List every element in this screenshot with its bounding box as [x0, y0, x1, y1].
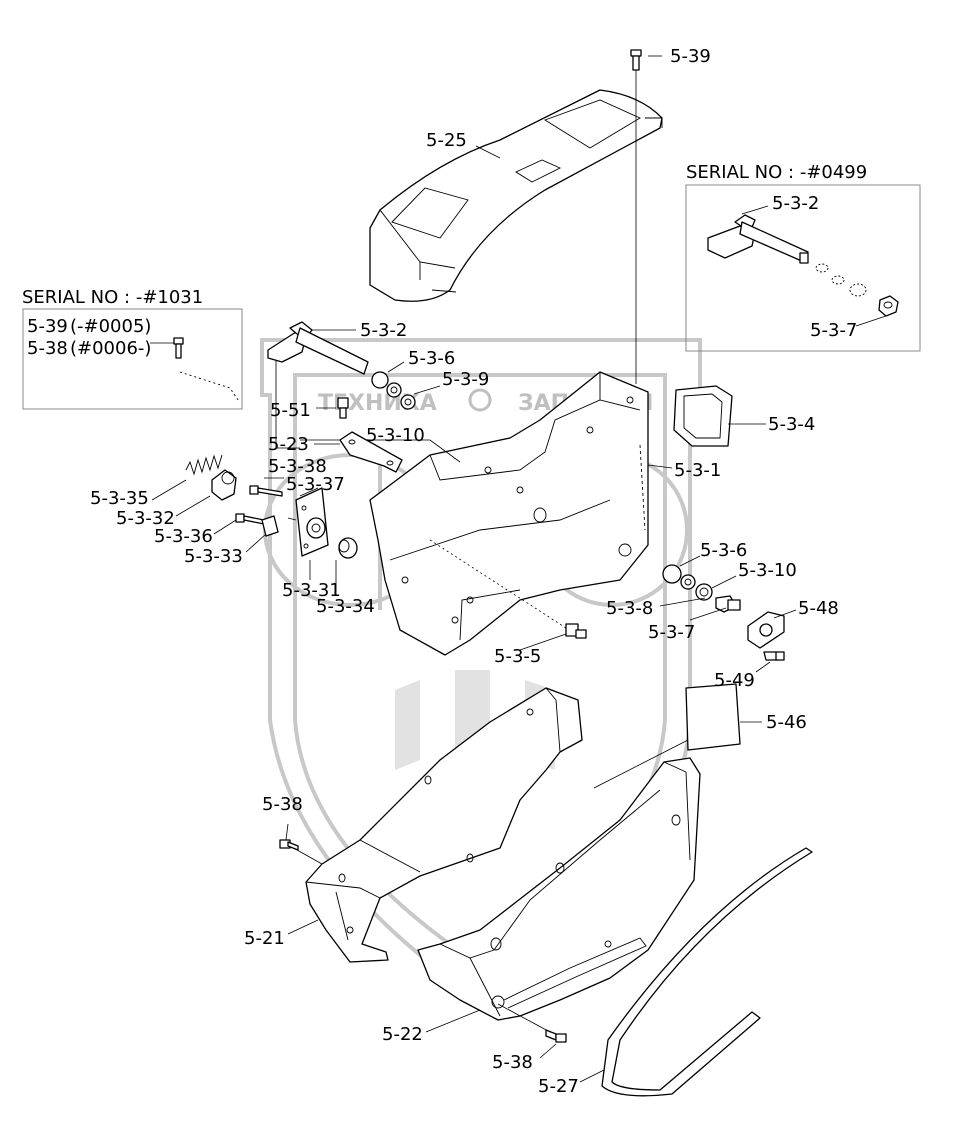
steering-frame — [369, 371, 649, 656]
label-5-3-10-lower: 5-3-10 — [738, 560, 797, 581]
box-right-label-b: 5-3-7 — [810, 320, 857, 341]
label-5-3-32: 5-3-32 — [116, 508, 175, 529]
screw-icon-top — [630, 49, 642, 71]
label-5-3-8: 5-3-8 — [606, 598, 653, 619]
bushing-lower — [662, 564, 713, 601]
label-5-3-2: 5-3-2 — [360, 320, 407, 341]
cover-cap — [747, 611, 785, 649]
label-5-3-10-upper: 5-3-10 — [366, 425, 425, 446]
label-5-3-31: 5-3-31 — [282, 580, 341, 601]
screw-5-3-38 — [249, 485, 283, 497]
serial-box-left: SERIAL NO : -#1031 5-39 (-#0005) 5-38 (#… — [22, 287, 243, 410]
label-5-3-35: 5-3-35 — [90, 488, 149, 509]
label-5-23: 5-23 — [268, 434, 309, 455]
spring — [185, 454, 223, 476]
bushing-5-3-34 — [338, 537, 358, 559]
label-5-38-lower: 5-38 — [492, 1052, 533, 1073]
trim-strip — [601, 847, 813, 1097]
console-cover — [369, 89, 663, 302]
pivot-shaft-icon — [707, 214, 809, 264]
seal-ring — [673, 385, 733, 447]
box-left-part-1: 5-39 — [27, 316, 68, 337]
label-5-51: 5-51 — [270, 400, 311, 421]
label-5-3-37: 5-3-37 — [286, 474, 345, 495]
label-5-48: 5-48 — [798, 598, 839, 619]
bolt-5-38-upper — [279, 839, 299, 851]
screw-5-3-36 — [235, 513, 265, 525]
bracket-plate — [339, 431, 403, 473]
washer-icon — [815, 263, 867, 297]
label-5-27: 5-27 — [538, 1076, 579, 1097]
serial-box-right: SERIAL NO : -#0499 5-3-2 5-3-7 — [685, 162, 921, 352]
label-5-38-upper: 5-38 — [262, 794, 303, 815]
label-5-3-6-upper: 5-3-6 — [408, 348, 455, 369]
bolt-5-3-7 — [715, 595, 741, 613]
watermark-text-left: ТЕХНИКА — [318, 391, 437, 416]
label-5-25: 5-25 — [426, 130, 467, 151]
label-5-3-38: 5-3-38 — [268, 456, 327, 477]
bushing-upper — [371, 371, 416, 410]
label-5-3-5: 5-3-5 — [494, 646, 541, 667]
bolt-5-49 — [763, 651, 785, 661]
bolt-5-38-lower — [545, 1029, 567, 1043]
serial-title-right: SERIAL NO : -#0499 — [686, 162, 867, 183]
box-left-note-1: (-#0005) — [70, 316, 151, 337]
label-5-22: 5-22 — [382, 1024, 423, 1045]
label-5-3-9: 5-3-9 — [442, 369, 489, 390]
label-5-3-1: 5-3-1 — [674, 460, 721, 481]
label-5-3-34: 5-3-34 — [316, 596, 375, 617]
decal-plate — [685, 683, 741, 751]
label-5-39: 5-39 — [670, 46, 711, 67]
bolt-icon — [173, 337, 184, 359]
bolt-5-51 — [337, 397, 349, 419]
box-right-label-a: 5-3-2 — [772, 193, 819, 214]
part-labels: 5-39 5-25 5-3-2 5-3-6 5-3-9 5-51 5-3-10 … — [90, 46, 839, 1097]
side-cover-right — [417, 757, 701, 1021]
side-cover-left — [305, 687, 583, 963]
label-5-3-4: 5-3-4 — [768, 414, 815, 435]
serial-title-left: SERIAL NO : -#1031 — [22, 287, 203, 308]
box-left-part-2: 5-38 — [27, 338, 68, 359]
label-5-3-7: 5-3-7 — [648, 622, 695, 643]
bolt-5-3-5 — [565, 623, 587, 639]
nut-icon — [878, 295, 899, 317]
mounting-hole — [401, 396, 634, 624]
lock-plate — [295, 487, 329, 557]
holder-block — [261, 515, 279, 537]
lock-lever — [211, 469, 237, 501]
label-5-3-33: 5-3-33 — [184, 546, 243, 567]
pivot-shaft-main — [267, 321, 369, 375]
box-left-note-2: (#0006-) — [70, 338, 151, 359]
label-5-46: 5-46 — [766, 712, 807, 733]
label-5-3-36: 5-3-36 — [154, 526, 213, 547]
label-5-21: 5-21 — [244, 928, 285, 949]
label-5-3-6-lower: 5-3-6 — [700, 540, 747, 561]
label-5-49: 5-49 — [714, 670, 755, 691]
gear-icon — [468, 388, 492, 412]
